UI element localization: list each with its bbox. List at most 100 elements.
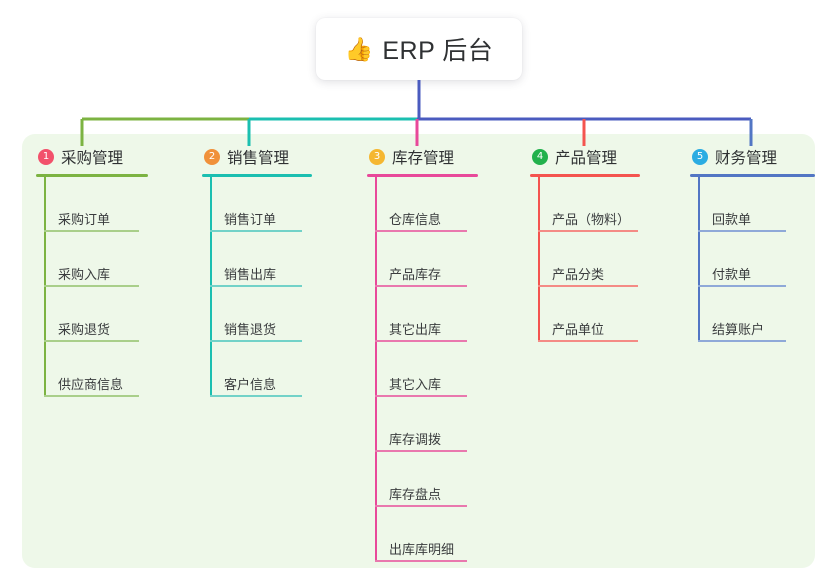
item-rule (538, 230, 638, 232)
item-spine (44, 177, 46, 232)
menu-item-label: 付款单 (712, 267, 752, 282)
column-items-5: 回款单付款单结算账户 (690, 177, 815, 342)
menu-item-label: 供应商信息 (58, 377, 124, 392)
column-title-5: 财务管理 (715, 150, 778, 167)
column-header-rule-1 (36, 174, 148, 177)
item-rule (698, 285, 786, 287)
menu-item-label: 采购订单 (58, 212, 111, 227)
menu-item-label: 库存调拨 (389, 432, 442, 447)
item-spine (44, 287, 46, 342)
item-rule (375, 395, 467, 397)
column-header-1[interactable]: 1 采购管理 (36, 146, 148, 168)
column-badge-3: 3 (369, 149, 385, 165)
column-badge-4: 4 (532, 149, 548, 165)
column-badge-2: 2 (204, 149, 220, 165)
item-spine (375, 452, 377, 507)
menu-item-label: 采购入库 (58, 267, 111, 282)
menu-item[interactable]: 销售出库 (202, 232, 312, 287)
item-spine (210, 232, 212, 287)
column-header-4[interactable]: 4 产品管理 (530, 146, 640, 168)
menu-item[interactable]: 回款单 (690, 177, 815, 232)
menu-item[interactable]: 采购退货 (36, 287, 148, 342)
column-4: 4 产品管理产品（物料）产品分类产品单位 (530, 146, 640, 342)
root-node-content: 👍 ERP 后台 (345, 31, 494, 67)
item-rule (44, 285, 139, 287)
item-rule (44, 340, 139, 342)
menu-item[interactable]: 供应商信息 (36, 342, 148, 397)
column-items-1: 采购订单采购入库采购退货供应商信息 (36, 177, 148, 397)
column-5: 5 财务管理回款单付款单结算账户 (690, 146, 815, 342)
menu-item[interactable]: 产品（物料） (530, 177, 640, 232)
item-rule (44, 230, 139, 232)
menu-item-label: 库存盘点 (389, 487, 442, 502)
item-spine (375, 507, 377, 562)
column-title-1: 采购管理 (61, 150, 124, 167)
root-node-card[interactable]: 👍 ERP 后台 (316, 18, 522, 80)
item-rule (375, 560, 467, 562)
menu-item[interactable]: 客户信息 (202, 342, 312, 397)
item-rule (538, 285, 638, 287)
menu-item-label: 销售出库 (224, 267, 277, 282)
item-rule (538, 340, 638, 342)
column-items-2: 销售订单销售出库销售退货客户信息 (202, 177, 312, 397)
column-title-3: 库存管理 (392, 150, 455, 167)
item-spine (698, 232, 700, 287)
item-rule (375, 340, 467, 342)
item-rule (698, 230, 786, 232)
menu-item[interactable]: 其它出库 (367, 287, 478, 342)
column-badge-5: 5 (692, 149, 708, 165)
menu-item[interactable]: 仓库信息 (367, 177, 478, 232)
menu-item-label: 出库库明细 (389, 542, 455, 557)
root-node-title: ERP 后台 (382, 37, 494, 65)
column-items-3: 仓库信息产品库存其它出库其它入库库存调拨库存盘点出库库明细 (367, 177, 478, 562)
menu-item[interactable]: 产品库存 (367, 232, 478, 287)
item-spine (698, 177, 700, 232)
column-header-rule-5 (690, 174, 815, 177)
item-spine (698, 287, 700, 342)
item-rule (375, 450, 467, 452)
menu-item[interactable]: 付款单 (690, 232, 815, 287)
menu-item-label: 产品库存 (389, 267, 442, 282)
item-spine (210, 287, 212, 342)
item-spine (375, 177, 377, 232)
menu-item[interactable]: 结算账户 (690, 287, 815, 342)
item-rule (210, 230, 302, 232)
menu-item[interactable]: 库存盘点 (367, 452, 478, 507)
menu-item-label: 回款单 (712, 212, 752, 227)
column-header-3[interactable]: 3 库存管理 (367, 146, 478, 168)
column-badge-1: 1 (38, 149, 54, 165)
item-rule (375, 505, 467, 507)
item-rule (210, 395, 302, 397)
menu-item[interactable]: 产品单位 (530, 287, 640, 342)
menu-item[interactable]: 库存调拨 (367, 397, 478, 452)
menu-item[interactable]: 其它入库 (367, 342, 478, 397)
item-spine (375, 232, 377, 287)
item-rule (44, 395, 139, 397)
menu-item[interactable]: 采购订单 (36, 177, 148, 232)
column-title-4: 产品管理 (555, 150, 618, 167)
column-header-rule-2 (202, 174, 312, 177)
menu-item-label: 产品单位 (552, 322, 605, 337)
menu-item[interactable]: 销售订单 (202, 177, 312, 232)
thumbs-up-icon: 👍 (344, 35, 374, 62)
item-spine (375, 287, 377, 342)
menu-item-label: 销售退货 (224, 322, 277, 337)
menu-item-label: 结算账户 (712, 322, 765, 337)
item-spine (538, 177, 540, 232)
item-rule (210, 285, 302, 287)
menu-item-label: 其它入库 (389, 377, 442, 392)
diagram-panel (22, 134, 815, 568)
item-rule (375, 285, 467, 287)
item-rule (698, 340, 786, 342)
column-header-5[interactable]: 5 财务管理 (690, 146, 815, 168)
menu-item[interactable]: 出库库明细 (367, 507, 478, 562)
item-rule (375, 230, 467, 232)
menu-item[interactable]: 采购入库 (36, 232, 148, 287)
menu-item[interactable]: 产品分类 (530, 232, 640, 287)
item-spine (44, 342, 46, 397)
menu-item[interactable]: 销售退货 (202, 287, 312, 342)
column-header-rule-4 (530, 174, 640, 177)
